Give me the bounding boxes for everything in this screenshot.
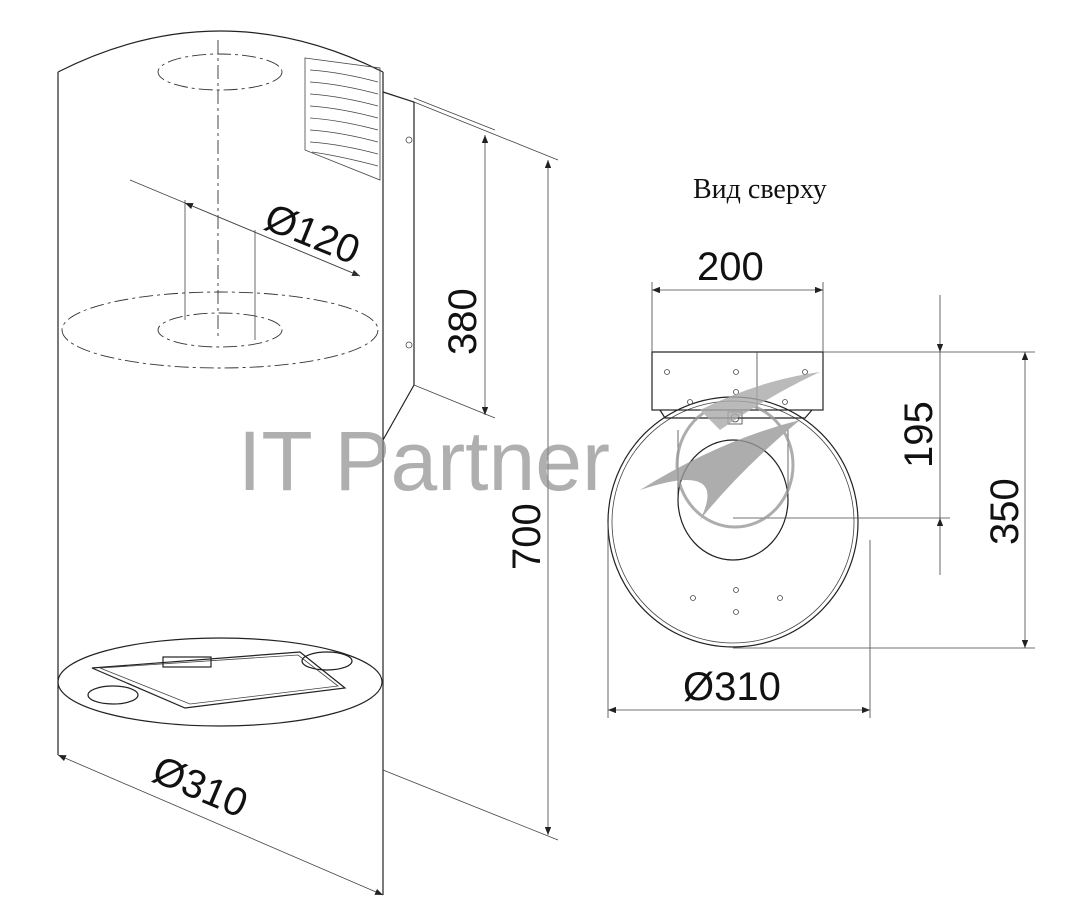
total-height-label: 700 (505, 503, 549, 570)
dimension-body-diameter-side: Ø310 (57, 748, 384, 896)
dimension-depth: 350 (733, 351, 1035, 649)
dimension-chimney-height: 380 (413, 97, 496, 419)
dimension-body-diameter-top: Ø310 (607, 522, 871, 718)
dimension-total-height: 700 (382, 101, 559, 841)
top-view-caption: Вид сверху (693, 174, 827, 205)
bracket-width-label: 200 (697, 245, 764, 289)
bracket-to-center-label: 195 (897, 401, 941, 468)
dimension-duct-diameter: Ø120 (129, 179, 366, 277)
duct-diameter-label: Ø120 (259, 196, 366, 273)
chimney-height-label: 380 (441, 288, 485, 355)
watermark-text: IT Partner (238, 414, 610, 508)
dimension-bracket-to-center: 195 (733, 295, 950, 575)
watermark-logo-icon (640, 372, 820, 529)
body-diameter-side-label: Ø310 (146, 748, 253, 827)
dimension-bracket-width: 200 (651, 245, 824, 352)
depth-label: 350 (983, 478, 1027, 545)
watermark: IT Partner (238, 372, 820, 529)
body-diameter-top-label: Ø310 (683, 665, 781, 709)
vent-grille (304, 57, 381, 181)
side-view-cylinder (57, 30, 415, 895)
